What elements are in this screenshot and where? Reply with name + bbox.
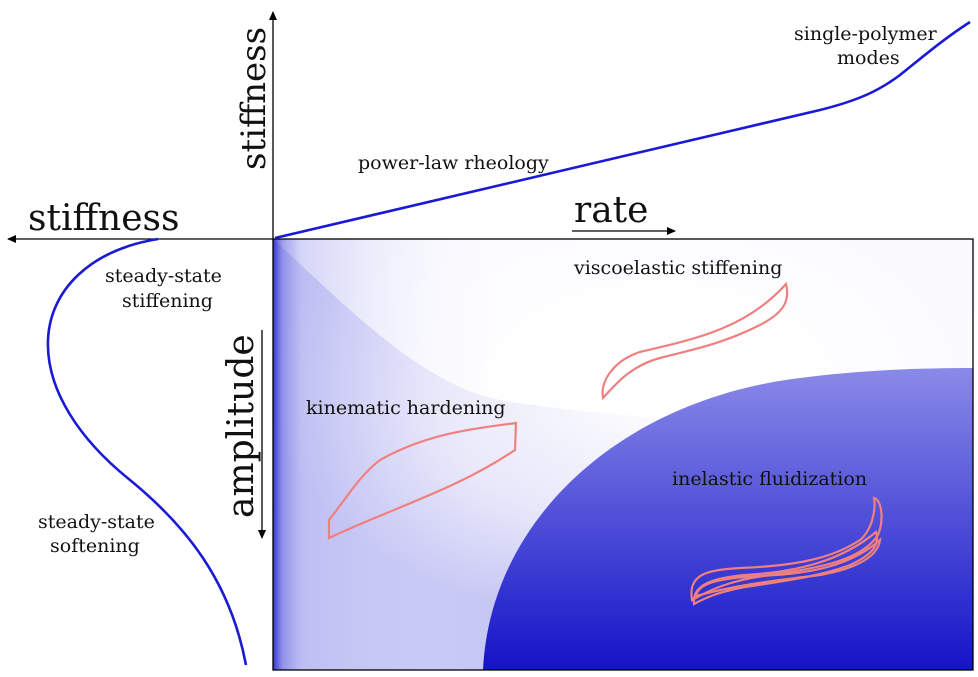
phase-box: [272, 238, 974, 671]
single-polymer-label-line2: modes: [837, 47, 900, 69]
viscoelastic-stiffening-label: viscoelastic stiffening: [573, 257, 782, 279]
steady-softening-label-line1: steady-state: [38, 511, 155, 533]
stiffness-axis-label-vertical: stiffness: [234, 27, 274, 170]
fluidization-loop-3: [694, 537, 882, 598]
inelastic-fluidization-label: inelastic fluidization: [672, 468, 867, 490]
kinematic-hardening-loop: [327, 421, 518, 540]
kinematic-hardening-label: kinematic hardening: [306, 397, 506, 419]
single-polymer-label-line1: single-polymer: [794, 23, 938, 45]
fluidization-loop-2: [692, 530, 879, 606]
viscoelastic-stiffening-loop: [601, 281, 789, 401]
stiffness-axis-label-horizontal: stiffness: [28, 198, 179, 239]
steady-stiffening-label-line1: steady-state: [105, 265, 222, 287]
power-law-label: power-law rheology: [358, 152, 549, 174]
steady-softening-label-line2: softening: [50, 535, 140, 557]
rate-stiffness-curve: [274, 20, 971, 240]
soft-gradient: [273, 239, 513, 670]
amplitude-stiffness-curve: [46, 237, 248, 666]
fluidization-region: [483, 368, 973, 670]
inelastic-fluidization-loops: [690, 496, 883, 606]
amplitude-axis-label: amplitude: [221, 334, 262, 518]
regime-shading: [273, 239, 973, 670]
steady-stiffening-label-line2: stiffening: [122, 290, 213, 312]
rate-axis-label: rate: [574, 190, 648, 231]
